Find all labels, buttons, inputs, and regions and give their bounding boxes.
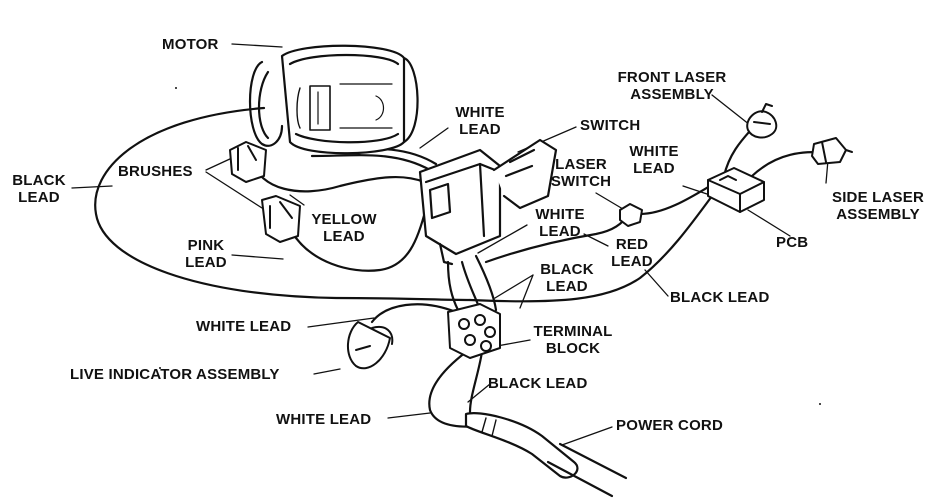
label-white-lead-top-line1: WHITE [455,104,505,121]
label-white-lead-top: WHITE LEAD [446,104,514,138]
label-front-laser-line1: FRONT LASER [617,69,727,86]
label-side-laser-line2: ASSEMBLY [836,206,920,223]
label-motor: MOTOR [162,36,219,53]
laser-switch [619,203,643,227]
label-white-lead-laser-line1: WHITE [629,143,679,160]
label-laser-switch-line2: SWITCH [550,173,612,190]
pcb [707,167,765,213]
label-pink-lead: PINK LEAD [180,237,232,271]
live-indicator [347,321,394,370]
label-white-lead-mid: WHITE LEAD [528,206,592,240]
front-laser [746,103,778,139]
label-switch: SWITCH [580,117,641,134]
label-black-lead-right: BLACK LEAD [670,289,770,306]
label-yellow-lead-line2: LEAD [323,228,365,245]
label-yellow-lead: YELLOW LEAD [304,211,384,245]
label-yellow-lead-line1: YELLOW [311,211,377,228]
label-white-lead-mid-line2: LEAD [539,223,581,240]
label-side-laser-line1: SIDE LASER [831,189,924,206]
label-white-lead-left: WHITE LEAD [196,318,292,335]
label-laser-switch-line1: LASER [555,156,607,173]
brush-upper [229,141,267,183]
black-lead-loop [94,106,472,302]
power-cord [464,412,628,498]
label-front-laser-line2: ASSEMBLY [630,86,714,103]
label-white-lead-bottom: WHITE LEAD [276,411,372,428]
label-red-lead-line2: LEAD [611,253,653,270]
switch [418,138,558,266]
label-black-lead-left-line1: BLACK [12,172,66,189]
label-red-lead: RED LEAD [608,236,656,270]
label-white-lead-top-line2: LEAD [459,121,501,138]
label-black-lead-mid: BLACK LEAD [534,261,600,295]
label-power-cord: POWER CORD [616,417,723,434]
label-white-lead-laser-line2: LEAD [633,160,675,177]
label-terminal-block-line1: TERMINAL [533,323,613,340]
motor [248,44,419,155]
brush-lower [261,195,301,243]
terminal-block [447,303,501,359]
label-terminal-block: TERMINAL BLOCK [526,323,620,357]
label-pink-lead-line1: PINK [187,237,225,254]
label-black-lead-mid-line1: BLACK [540,261,594,278]
label-side-laser-assembly: SIDE LASER ASSEMBLY [826,189,930,223]
label-laser-switch: LASER SWITCH [546,156,616,190]
side-laser [811,137,853,165]
label-pink-lead-line2: LEAD [185,254,227,271]
label-live-indicator-assembly: LIVE INDICATOR ASSEMBLY [70,366,280,383]
label-white-lead-mid-line1: WHITE [535,206,585,223]
label-black-lead-left-line2: LEAD [18,189,60,206]
label-black-lead-mid-line2: LEAD [546,278,588,295]
label-pcb: PCB [776,234,809,251]
label-white-lead-laser: WHITE LEAD [622,143,686,177]
label-terminal-block-line2: BLOCK [545,340,601,357]
label-black-lead-left: BLACK LEAD [6,172,72,206]
label-brushes: BRUSHES [118,163,193,180]
label-red-lead-line1: RED [615,236,649,253]
label-black-lead-bottom: BLACK LEAD [488,375,588,392]
label-front-laser-assembly: FRONT LASER ASSEMBLY [612,69,732,103]
specks [159,87,821,405]
